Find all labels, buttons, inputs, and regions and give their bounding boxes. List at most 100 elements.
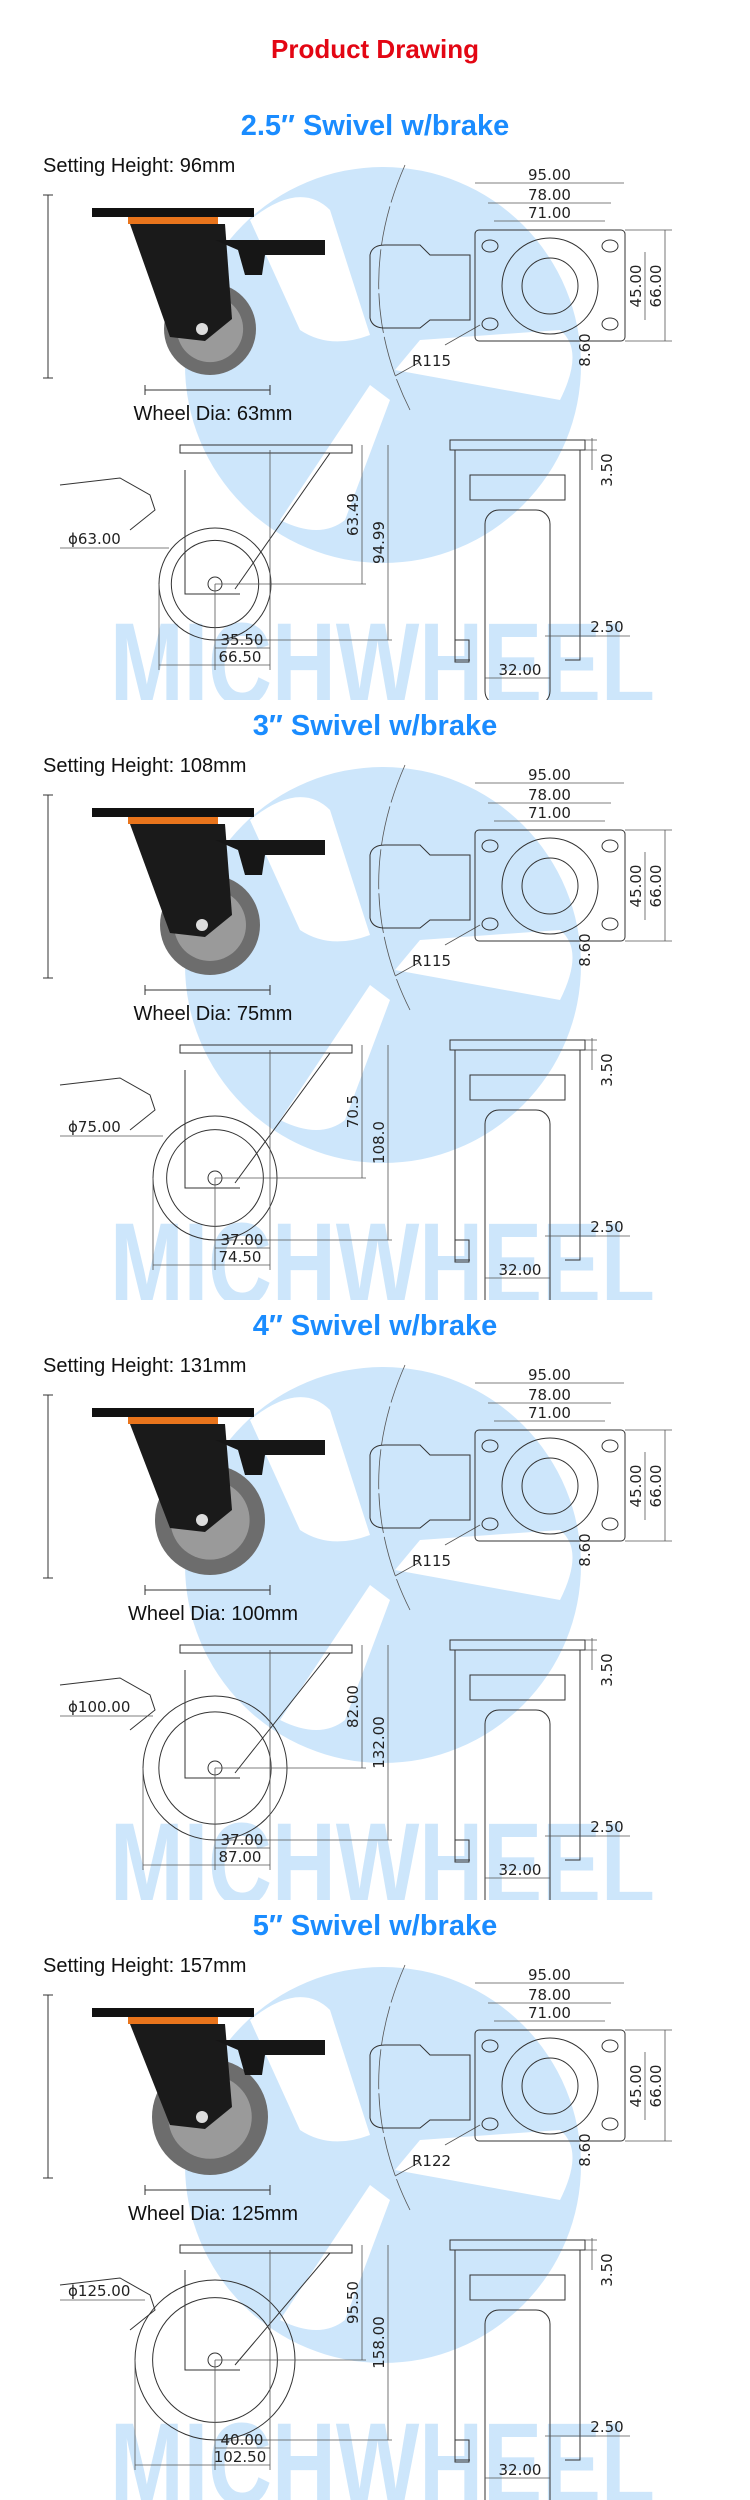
watermark-blade <box>395 1530 573 1600</box>
overall-height-label: 158.00 <box>370 2316 388 2369</box>
brake-side <box>59 2277 156 2331</box>
radius-leader <box>394 1524 481 1577</box>
top-dimension-line <box>585 438 597 470</box>
wheel-dia-dimension <box>144 1585 271 1595</box>
diameter-label: ϕ125.00 <box>68 2282 130 2300</box>
bolt-hole <box>481 317 499 331</box>
watermark-blade <box>250 197 370 342</box>
width-95-label: 95.00 <box>528 166 571 184</box>
mounting-plate <box>92 2008 254 2017</box>
radius-leader <box>394 2124 481 2177</box>
wheel-width-label: 32.00 <box>499 1261 542 1279</box>
watermark-logo: MICHWHEEL <box>110 1367 655 1900</box>
width-dimension-lines <box>485 677 550 679</box>
width-95-label: 95.00 <box>528 766 571 784</box>
radius-arc <box>378 164 411 411</box>
diameter-label: ϕ63.00 <box>68 530 121 548</box>
bolt-hole <box>601 2117 619 2131</box>
bolt-hole <box>601 2039 619 2053</box>
setting-height-dimension <box>43 1394 53 1579</box>
offset-dimension-lines <box>134 2250 271 2470</box>
bearing-ring <box>501 2037 599 2135</box>
gap-label: 2.50 <box>590 2418 623 2436</box>
watermark-blade <box>250 797 370 942</box>
wheel-width-label: 32.00 <box>499 2461 542 2479</box>
wheel-dia-dimension <box>144 385 271 395</box>
brake-pedal-outline <box>369 1444 471 1529</box>
offset-860-label: 8.60 <box>576 2133 594 2166</box>
width-dimension-lines <box>485 2477 550 2479</box>
swivel-bearing <box>128 817 218 824</box>
caster-photo <box>43 194 325 395</box>
kingpin-ring <box>521 257 579 315</box>
bearing-ring <box>501 237 599 335</box>
fork-side <box>184 1652 332 1779</box>
width-78-label: 78.00 <box>528 186 571 204</box>
height-45-label: 45.00 <box>627 865 645 908</box>
fork <box>130 824 232 937</box>
radius-label: R115 <box>412 352 451 370</box>
width-dimension-lines <box>485 1877 550 1879</box>
offset-dimension-lines <box>142 1650 271 1870</box>
width-dimension-lines <box>485 1277 550 1279</box>
diameter-label: ϕ75.00 <box>68 1118 121 1136</box>
radius-leader <box>394 924 481 977</box>
offset-dimension-lines <box>158 450 271 670</box>
plate-front <box>449 439 586 451</box>
swivel-offset-label: 37.00 <box>221 1831 264 1849</box>
bolt-hole <box>601 1517 619 1531</box>
bearing-ring <box>501 837 599 935</box>
fork-side <box>184 452 331 595</box>
width-71-label: 71.00 <box>528 204 571 222</box>
height-dimension-lines <box>215 1045 392 1241</box>
width-71-label: 71.00 <box>528 804 571 822</box>
watermark-text: MICHWHEEL <box>110 1799 655 1900</box>
bearing-ring <box>501 1437 599 1535</box>
height-dimension-lines <box>215 2245 392 2441</box>
height-45-label: 45.00 <box>627 2065 645 2108</box>
watermark-text: MICHWHEEL <box>110 2399 655 2500</box>
brake-pedal <box>215 840 325 875</box>
caster-photo <box>43 1994 325 2195</box>
plate-outline <box>474 1429 626 1542</box>
brake-pedal-outline <box>369 244 471 329</box>
fork-width-label: 41.00 <box>504 697 547 700</box>
brake-pedal <box>215 1440 325 1475</box>
bolt-hole <box>601 239 619 253</box>
swivel-bearing <box>128 2017 218 2024</box>
overall-height-label: 132.00 <box>370 1716 388 1769</box>
plate-front <box>449 1039 586 1051</box>
watermark-blade <box>280 1585 390 1730</box>
mounting-plate <box>92 808 254 817</box>
axle-nut <box>196 1514 208 1526</box>
page-title: Product Drawing <box>270 34 479 64</box>
overall-length-label: 66.50 <box>219 648 262 666</box>
top-dimension-line <box>585 1638 597 1670</box>
height-dimension-lines <box>625 229 672 342</box>
wheel-dia-label: Wheel Dia: 125mm <box>128 2203 298 2225</box>
radius-label: R122 <box>412 2152 451 2170</box>
bolt-hole <box>601 317 619 331</box>
overall-length-label: 74.50 <box>219 1248 262 1266</box>
bolt-hole <box>481 1517 499 1531</box>
caster-photo <box>43 794 325 995</box>
axle-nut-front <box>454 2439 470 2463</box>
axle-nut <box>196 2111 208 2123</box>
wheel-front <box>484 2309 551 2500</box>
fork <box>130 1424 232 1532</box>
plate-outline <box>474 229 626 342</box>
plate-outline <box>474 829 626 942</box>
radius-arc <box>378 764 411 1011</box>
watermark-blade <box>280 385 390 530</box>
watermark-blade <box>395 930 573 1000</box>
plate-thickness-label: 3.50 <box>598 453 616 486</box>
mounting-plate <box>92 1408 254 1417</box>
bolt-hole <box>481 839 499 853</box>
